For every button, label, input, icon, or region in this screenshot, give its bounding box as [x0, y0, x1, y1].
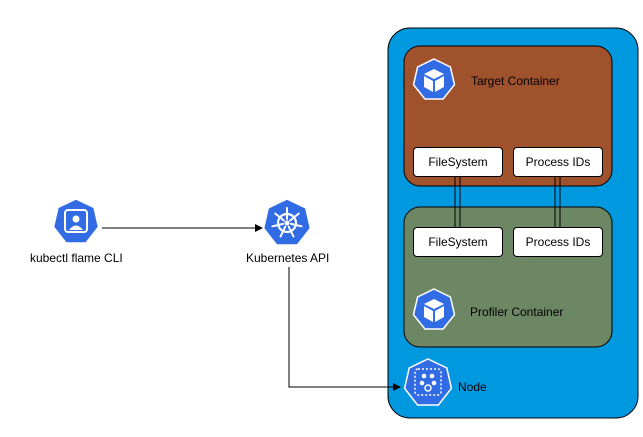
api-to-node-edge — [288, 267, 401, 391]
user-icon — [52, 198, 100, 244]
target-container-label: Target Container — [471, 74, 560, 88]
kubernetes-helm-icon — [262, 198, 312, 246]
api-label: Kubernetes API — [246, 251, 330, 265]
target-cube-icon — [412, 58, 456, 100]
node-icon — [403, 358, 453, 406]
filesystem-link — [454, 176, 461, 228]
target-process-ids-box: Process IDs — [513, 147, 603, 177]
node-label: Node — [458, 380, 487, 394]
process-ids-link — [554, 176, 561, 228]
profiler-process-ids-box: Process IDs — [513, 227, 603, 257]
cli-label: kubectl flame CLI — [30, 251, 123, 265]
profiler-filesystem-box: FileSystem — [413, 227, 503, 257]
profiler-container-label: Profiler Container — [470, 305, 564, 319]
profiler-cube-icon — [412, 288, 456, 330]
target-filesystem-box: FileSystem — [413, 147, 503, 177]
